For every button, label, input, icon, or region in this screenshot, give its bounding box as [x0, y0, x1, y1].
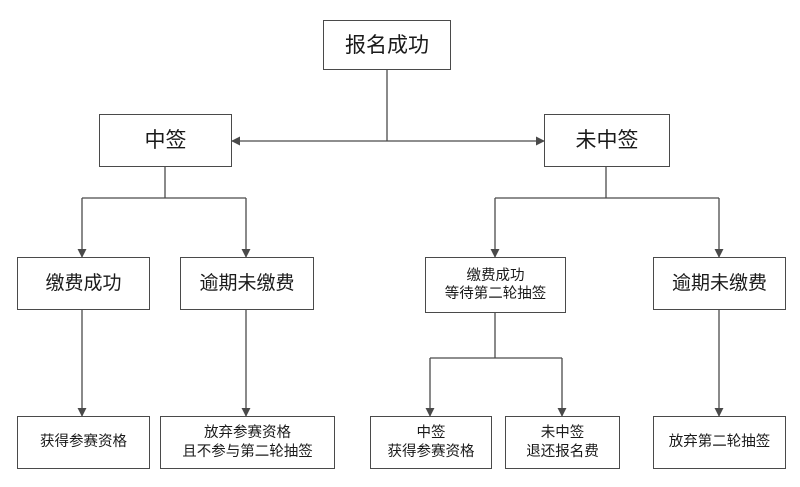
- node-lost-paid: 缴费成功 等待第二轮抽签: [425, 257, 566, 313]
- node-lost-unpaid-result: 放弃第二轮抽签: [653, 416, 786, 469]
- node-won-paid: 缴费成功: [17, 257, 150, 310]
- node-lost-unpaid: 逾期未缴费: [653, 257, 786, 310]
- node-won: 中签: [99, 114, 232, 167]
- node-root: 报名成功: [323, 20, 451, 70]
- node-won-paid-result: 获得参赛资格: [17, 416, 150, 469]
- node-round2-won: 中签 获得参赛资格: [370, 416, 492, 469]
- node-round2-lost: 未中签 退还报名费: [505, 416, 620, 469]
- node-won-unpaid: 逾期未缴费: [180, 257, 314, 310]
- node-lost: 未中签: [544, 114, 670, 167]
- node-won-unpaid-result: 放弃参赛资格 且不参与第二轮抽签: [160, 416, 335, 469]
